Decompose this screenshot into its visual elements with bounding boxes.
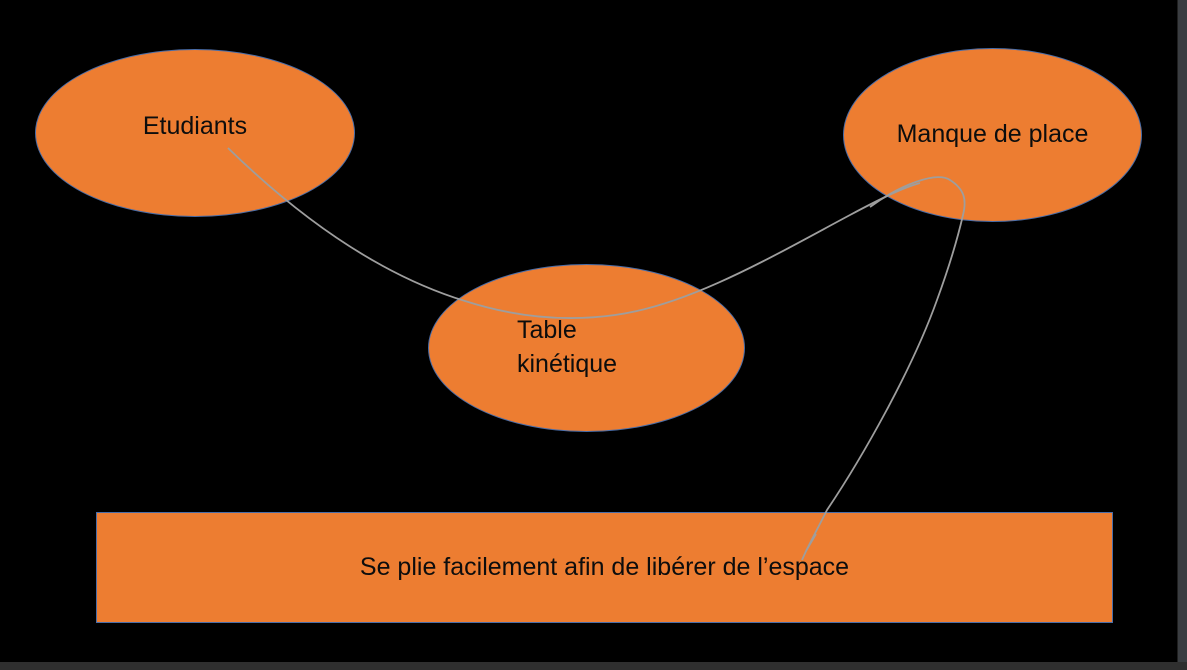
app-chrome-right-edge [1177, 0, 1187, 670]
banner-rectangle[interactable]: Se plie facilement afin de libérer de l’… [96, 512, 1113, 623]
node-table-kinetique-label-line1: Table [517, 316, 577, 345]
node-table-kinetique[interactable]: Table kinétique [428, 264, 745, 432]
node-etudiants-label: Etudiants [142, 112, 248, 141]
banner-label: Se plie facilement afin de libérer de l’… [359, 552, 850, 581]
node-table-kinetique-label-line2: kinétique [517, 350, 618, 378]
node-manque-de-place-label: Manque de place [896, 120, 1089, 149]
node-table-kinetique-label: Table kinétique [517, 314, 617, 382]
app-chrome-bottom-edge [0, 662, 1187, 670]
connector-etudiants-to-manque[interactable] [227, 147, 921, 319]
connector-manque-to-banner[interactable] [801, 176, 966, 561]
node-etudiants[interactable]: Etudiants [35, 49, 355, 217]
connector-end-tick [805, 533, 817, 552]
